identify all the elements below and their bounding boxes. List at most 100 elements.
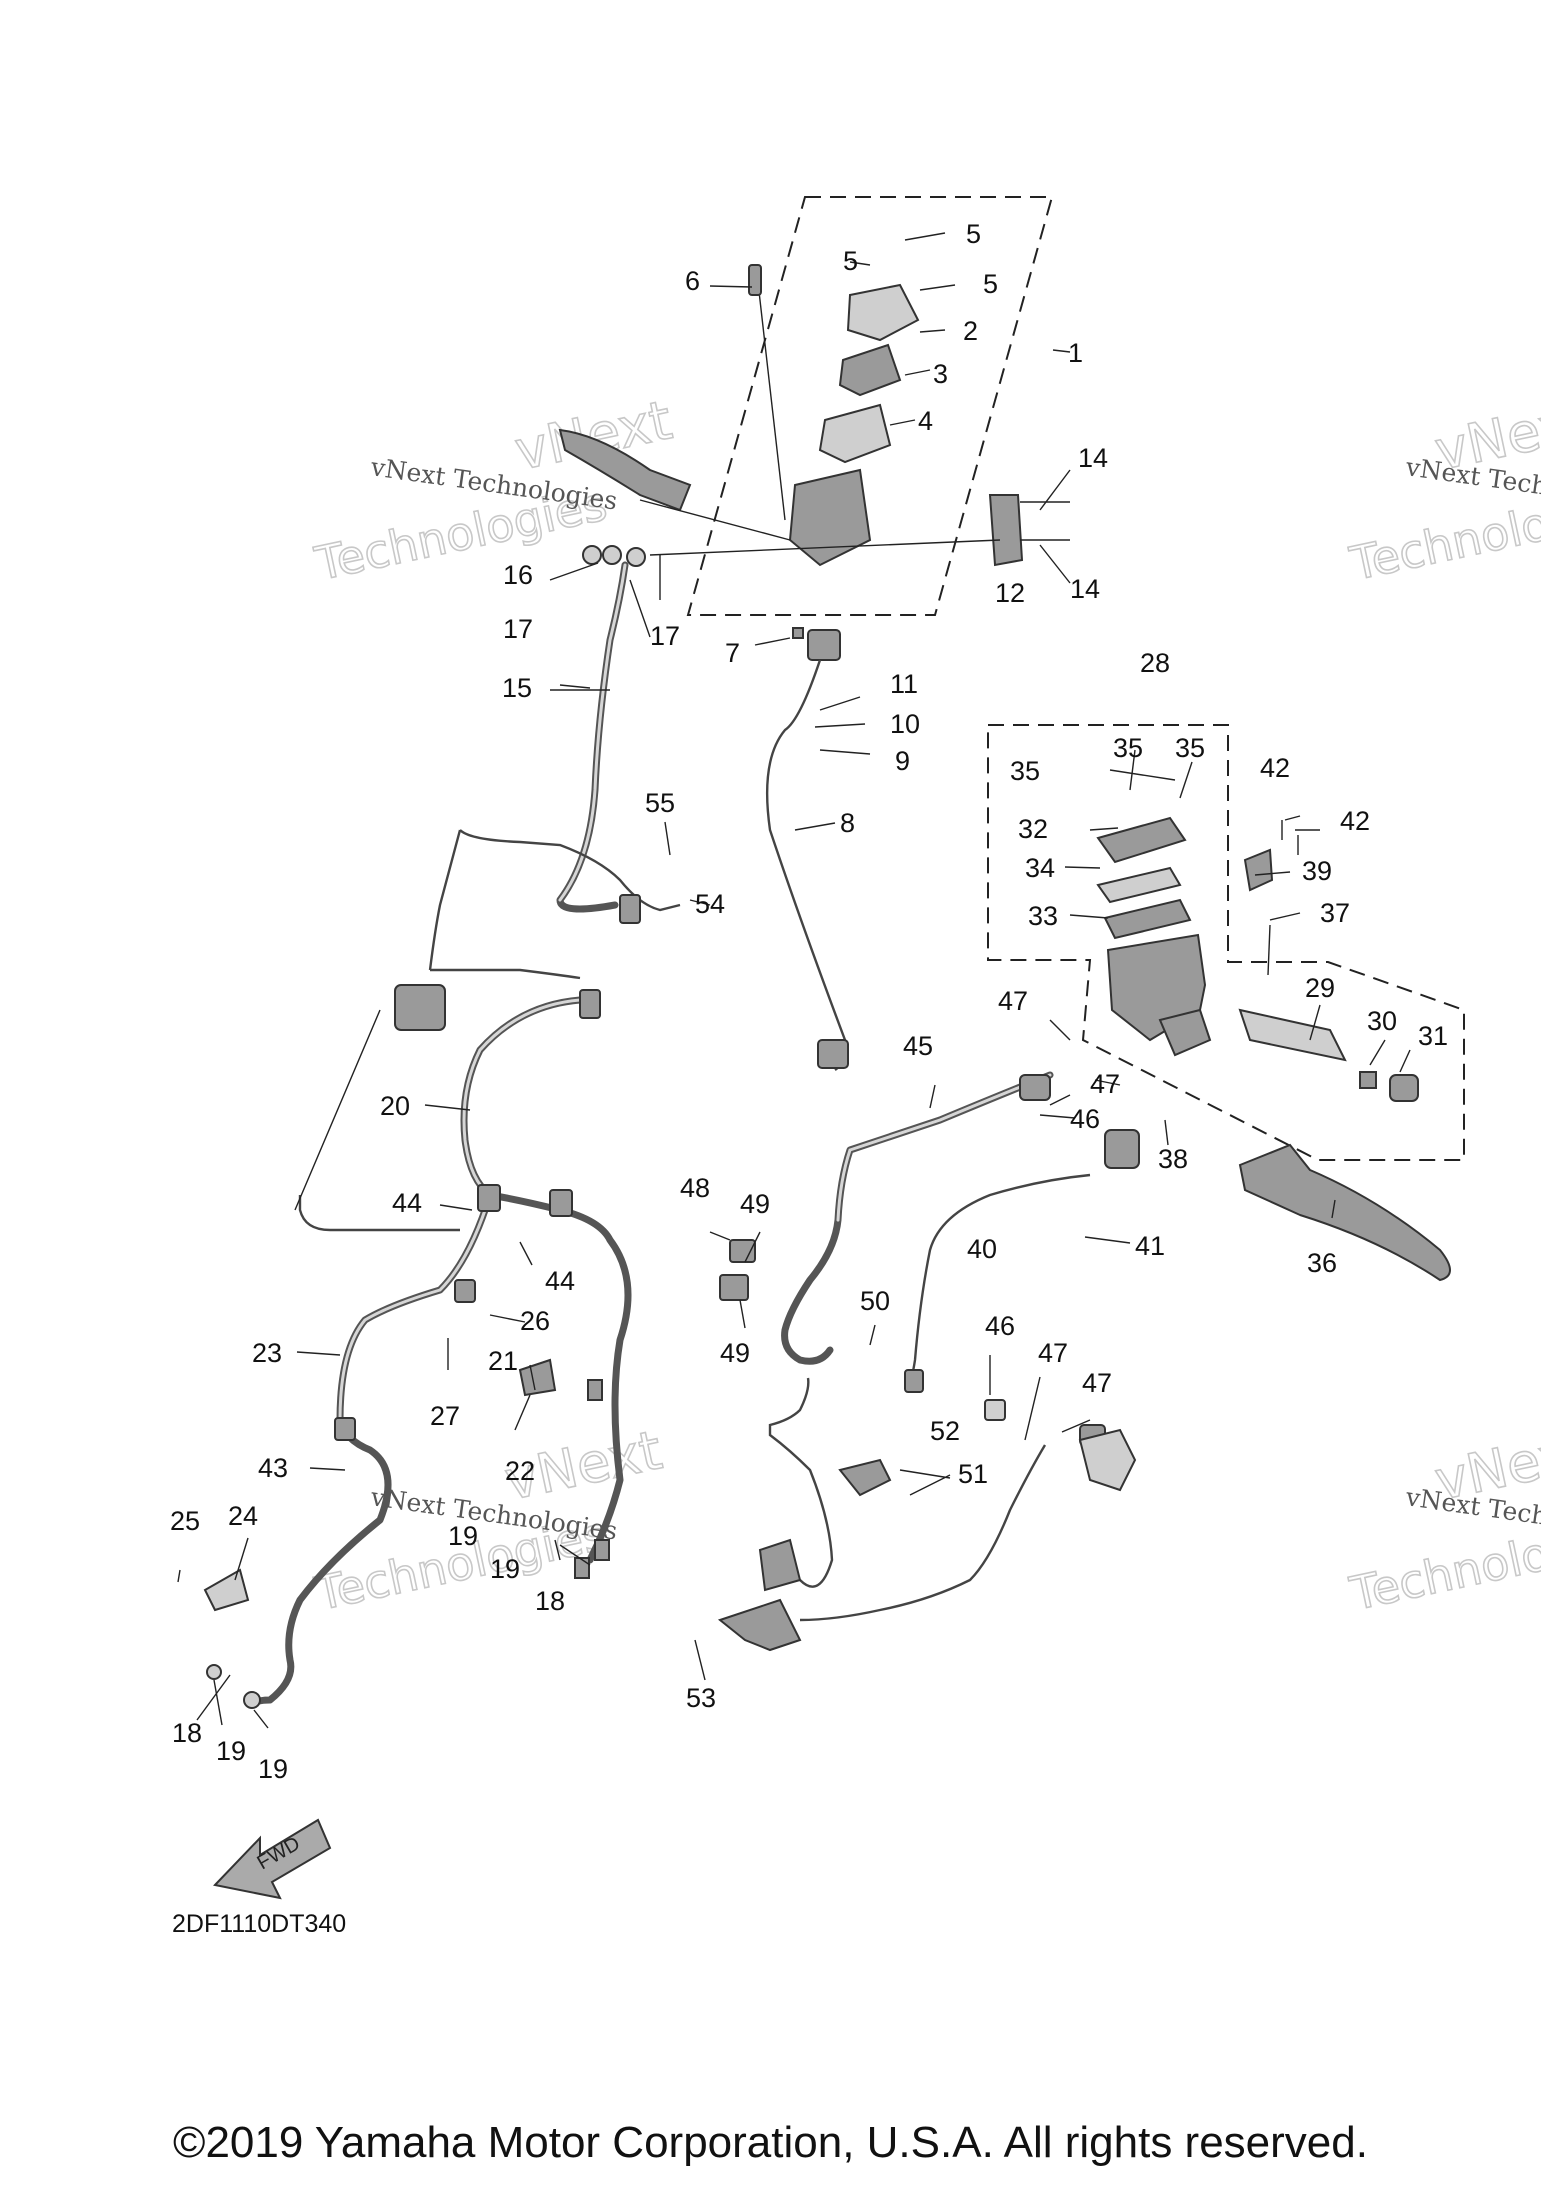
callout-3: 3 <box>933 359 948 389</box>
front-brake-lever <box>1238 1143 1451 1282</box>
bracket-48 <box>729 1239 756 1263</box>
fwd-arrow-shape <box>213 1818 332 1900</box>
pipe-branch-2 <box>430 968 581 980</box>
callout-33: 33 <box>1028 901 1058 931</box>
callout-1: 1 <box>1068 338 1083 368</box>
callout-40: 40 <box>967 1234 997 1264</box>
callout-43: 43 <box>258 1453 288 1483</box>
pipe-lower <box>298 1195 460 1232</box>
callout-54: 54 <box>695 889 725 919</box>
callout-9: 9 <box>895 746 910 776</box>
assembly-box-1 <box>686 196 1054 616</box>
callout-10: 10 <box>890 709 920 739</box>
callout-49a: 49 <box>740 1189 770 1219</box>
callout-4: 4 <box>918 406 933 436</box>
boot <box>1389 1074 1419 1102</box>
callout-35b: 35 <box>1113 733 1143 763</box>
callout-47d: 47 <box>1082 1368 1112 1398</box>
callout-49b: 49 <box>720 1338 750 1368</box>
callout-35c: 35 <box>1175 733 1205 763</box>
callout-53: 53 <box>686 1683 716 1713</box>
callout-41: 41 <box>1135 1231 1165 1261</box>
callout-26: 26 <box>520 1306 550 1336</box>
callout-19a: 19 <box>448 1521 478 1551</box>
switch-cable <box>765 659 848 1071</box>
callout-11: 11 <box>890 669 918 699</box>
hose-rear <box>799 1444 1047 1622</box>
callout-46a: 46 <box>1070 1104 1100 1134</box>
hose-40 <box>907 1173 1091 1386</box>
callout-16: 16 <box>503 560 533 590</box>
reservoir-rear <box>1078 1428 1137 1492</box>
callout-48: 48 <box>680 1173 710 1203</box>
bracket-24 <box>203 1568 250 1612</box>
callout-6: 6 <box>685 266 700 296</box>
callout-21: 21 <box>488 1346 518 1376</box>
callout-17b: 17 <box>650 621 680 651</box>
callout-20: 20 <box>380 1091 410 1121</box>
callout-18a: 18 <box>535 1586 565 1616</box>
callout-5a: 5 <box>966 219 981 249</box>
piston-kit <box>1238 1008 1347 1062</box>
plate-34 <box>1096 866 1182 904</box>
callout-50: 50 <box>860 1286 890 1316</box>
callout-35a: 35 <box>1010 756 1040 786</box>
callout-17a: 17 <box>503 614 533 644</box>
union-bolt <box>1104 1129 1140 1169</box>
callout-31: 31 <box>1418 1021 1448 1051</box>
callout-38: 38 <box>1158 1144 1188 1174</box>
callout-46b: 46 <box>985 1311 1015 1341</box>
callout-29: 29 <box>1305 973 1335 1003</box>
copyright-notice: ©2019 Yamaha Motor Corporation, U.S.A. A… <box>173 2118 1368 2167</box>
callout-24: 24 <box>228 1501 258 1531</box>
callout-42b: 42 <box>1340 806 1370 836</box>
callout-5b: 5 <box>843 246 858 276</box>
callout-52: 52 <box>930 1416 960 1446</box>
cap-32 <box>1096 816 1187 864</box>
reservoir-cap <box>846 283 920 342</box>
callout-30: 30 <box>1367 1006 1397 1036</box>
callout-14b: 14 <box>1070 574 1100 604</box>
callout-34: 34 <box>1025 853 1055 883</box>
bracket-39 <box>1243 848 1274 892</box>
callout-19d: 19 <box>258 1754 288 1784</box>
pipe-branch <box>428 829 462 971</box>
callout-44a: 44 <box>392 1188 422 1218</box>
callout-23: 23 <box>252 1338 282 1368</box>
callout-51: 51 <box>958 1459 988 1489</box>
pipe-upper <box>459 829 681 912</box>
watermarks: vNext Technologies vNext Technologies vN… <box>309 387 1541 1621</box>
callout-37: 37 <box>1320 898 1350 928</box>
diaphragm-33 <box>1103 898 1192 940</box>
callout-47b: 47 <box>1090 1069 1120 1099</box>
lower-master-cylinder-group <box>1096 816 1451 1282</box>
callout-36: 36 <box>1307 1248 1337 1278</box>
callout-47a: 47 <box>998 986 1028 1016</box>
callout-labels: 1 2 3 4 5 5 5 6 7 8 9 10 11 12 14 14 15 … <box>170 219 1448 1784</box>
callout-32: 32 <box>1018 814 1048 844</box>
pipe-rear <box>768 1377 834 1588</box>
callout-5c: 5 <box>983 269 998 299</box>
callout-47c: 47 <box>1038 1338 1068 1368</box>
callout-28: 28 <box>1140 648 1170 678</box>
bracket-49 <box>719 1274 749 1301</box>
brake-pedal <box>717 1598 802 1652</box>
brake-hoses-right <box>717 1071 1140 1652</box>
master-cylinder-body <box>788 468 872 567</box>
assembly-boxes <box>686 196 1465 1161</box>
callout-44b: 44 <box>545 1266 575 1296</box>
brake-caliper-rear <box>758 1538 802 1592</box>
callout-19c: 19 <box>216 1736 246 1766</box>
callout-7: 7 <box>725 638 740 668</box>
diaphragm <box>818 403 892 464</box>
fwd-arrow: FWD <box>213 1818 332 1900</box>
clutch-lever-upper <box>558 428 692 512</box>
callout-19b: 19 <box>490 1554 520 1584</box>
watermark-word-1: vNext <box>510 388 677 482</box>
upper-master-cylinder-group <box>558 264 1070 661</box>
brake-hoses-left <box>203 561 681 1709</box>
diagram-code: 2DF1110DT340 <box>172 1910 346 1938</box>
clamp-21 <box>518 1358 557 1397</box>
callout-2: 2 <box>963 316 978 346</box>
